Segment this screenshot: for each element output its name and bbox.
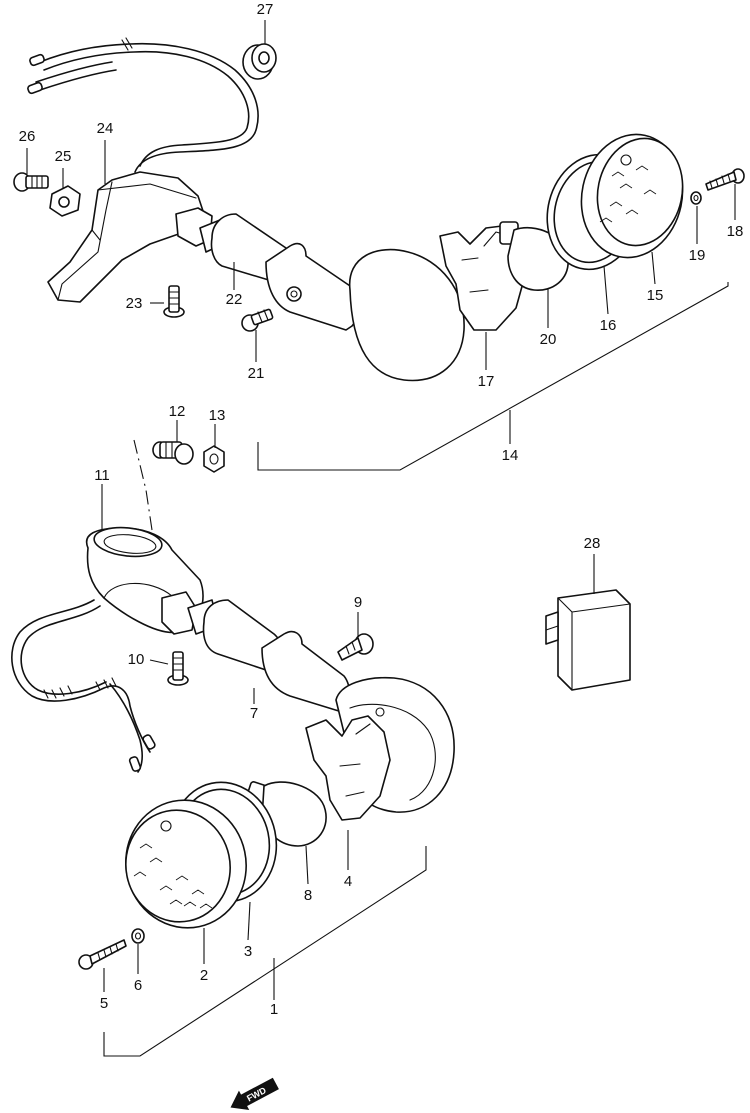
upper-turn-signal-assembly xyxy=(13,37,745,471)
callout-10: 10 xyxy=(128,651,145,668)
lower-turn-signal-assembly xyxy=(11,439,631,1057)
part-25-nut xyxy=(49,185,81,217)
part-22-stalk xyxy=(175,207,361,331)
part-14-group-bracket xyxy=(257,282,729,471)
callout-6: 6 xyxy=(134,977,142,994)
callout-17: 17 xyxy=(478,373,495,390)
callout-21: 21 xyxy=(248,365,265,382)
callout-8: 8 xyxy=(304,887,312,904)
part-14-housing xyxy=(349,248,465,382)
callout-3: 3 xyxy=(244,943,252,960)
callout-20: 20 xyxy=(540,331,557,348)
alignment-line xyxy=(133,439,153,531)
callout-26: 26 xyxy=(19,128,36,145)
callout-24: 24 xyxy=(97,120,114,137)
part-26-bolt xyxy=(13,172,49,192)
part-23-screw xyxy=(163,285,185,318)
forward-arrow-icon: FWD xyxy=(230,1077,279,1111)
callout-4: 4 xyxy=(344,873,352,890)
callout-19: 19 xyxy=(689,247,706,264)
callout-22: 22 xyxy=(226,291,243,308)
part-21-screw xyxy=(241,308,274,332)
part-15-lens xyxy=(580,133,684,259)
callout-numbers: 27 26 25 24 23 22 21 20 19 18 17 16 15 1… xyxy=(19,1,744,1018)
part-12-bolt xyxy=(152,441,194,465)
part-1-group-bracket xyxy=(103,846,427,1057)
callout-11: 11 xyxy=(94,467,110,484)
part-24-bracket xyxy=(47,171,205,303)
part-9-screw xyxy=(337,633,374,661)
callout-25: 25 xyxy=(55,148,72,165)
part-2-lens xyxy=(125,799,247,929)
callout-18: 18 xyxy=(727,223,744,240)
part-19-washer xyxy=(690,191,702,205)
callout-2: 2 xyxy=(200,967,208,984)
part-17-socket xyxy=(439,225,527,331)
callout-13: 13 xyxy=(209,407,226,424)
callout-7: 7 xyxy=(250,705,258,722)
callout-leader-lines xyxy=(26,20,736,1000)
part-5-screw xyxy=(78,939,127,970)
callout-16: 16 xyxy=(600,317,617,334)
part-6-washer xyxy=(131,928,145,944)
callout-27: 27 xyxy=(257,1,274,18)
part-27-grommet xyxy=(242,43,277,80)
lower-wire-harness xyxy=(11,599,156,773)
callout-15: 15 xyxy=(647,287,664,304)
callout-23: 23 xyxy=(126,295,143,312)
callout-9: 9 xyxy=(354,594,362,611)
upper-wire-harness xyxy=(27,37,259,173)
callout-12: 12 xyxy=(169,403,186,420)
callout-28: 28 xyxy=(584,535,601,552)
part-18-screw xyxy=(705,168,745,191)
callout-14: 14 xyxy=(502,447,519,464)
part-4-housing xyxy=(305,676,455,821)
part-10-screw xyxy=(167,651,189,686)
callout-1: 1 xyxy=(270,1001,278,1018)
part-7-stalk xyxy=(161,591,351,713)
part-28-relay xyxy=(545,589,631,691)
part-13-nut xyxy=(203,445,225,473)
callout-5: 5 xyxy=(100,995,108,1012)
